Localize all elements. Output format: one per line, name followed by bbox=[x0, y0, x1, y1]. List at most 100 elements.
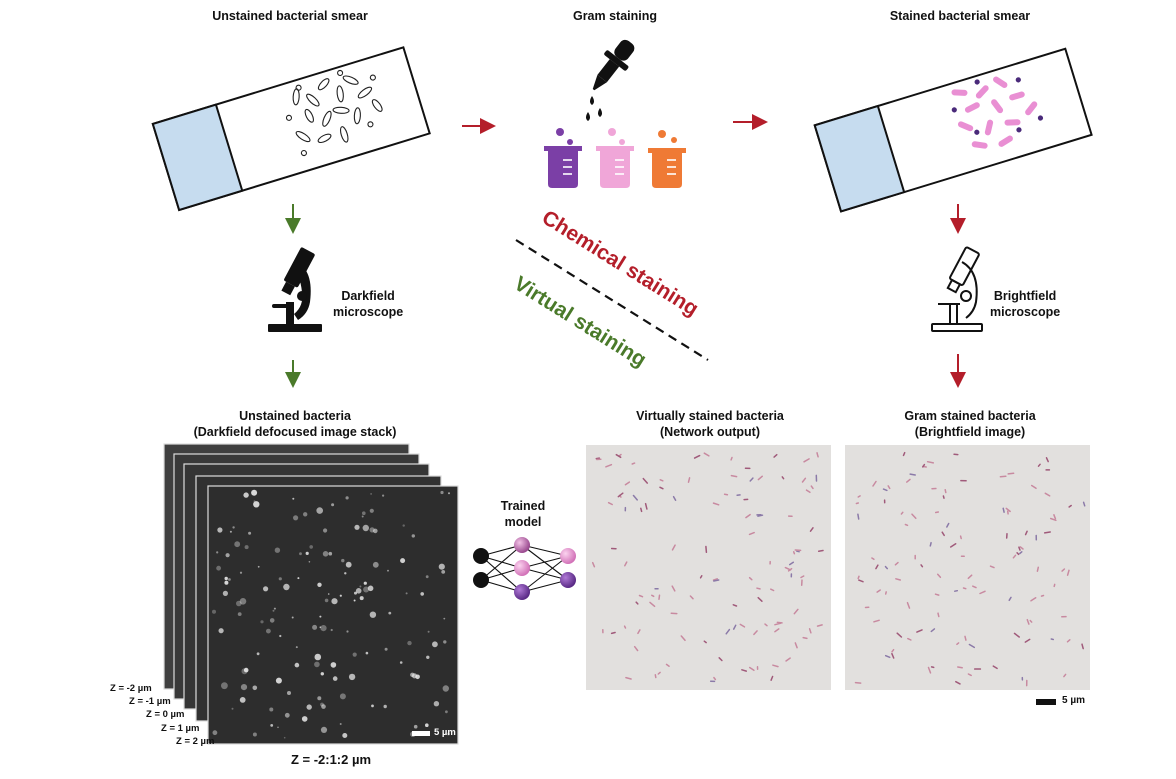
bacterium-mark bbox=[855, 502, 860, 505]
bacterium-mark bbox=[942, 495, 945, 499]
bacterium-spot bbox=[322, 551, 329, 557]
bacterium-mark bbox=[999, 475, 1007, 478]
bacterium-spot bbox=[384, 647, 388, 651]
bacterium-spot bbox=[279, 634, 282, 638]
bacterium-mark bbox=[680, 635, 686, 642]
bacterium-spot bbox=[260, 620, 264, 624]
bacterium-mark bbox=[1061, 568, 1066, 572]
bacterium-mark bbox=[635, 601, 639, 605]
bacterium-mark bbox=[808, 628, 812, 634]
bacterium-mark bbox=[805, 489, 811, 494]
bacterium-spot bbox=[231, 707, 234, 710]
bacterium-spot bbox=[299, 552, 302, 556]
bacterium-spot bbox=[382, 494, 385, 497]
bacterium-mark bbox=[757, 514, 764, 517]
bacterium-mark bbox=[873, 619, 880, 623]
bacterium-spot bbox=[324, 598, 329, 603]
bacterium-mark bbox=[816, 452, 819, 458]
bacterium-mark bbox=[989, 565, 995, 569]
bacterium-spot bbox=[339, 693, 346, 700]
bacterium-mark bbox=[1030, 597, 1037, 602]
bacterium-mark bbox=[895, 578, 902, 581]
bacterium-spot bbox=[363, 581, 367, 585]
bacterium-spot bbox=[371, 704, 374, 708]
bacterium-spot bbox=[388, 611, 392, 615]
bacterium-mark bbox=[967, 574, 973, 580]
bacterium-spot bbox=[301, 716, 308, 722]
bacterium-spot bbox=[443, 640, 447, 644]
bacterium-mark bbox=[757, 475, 763, 481]
label-brightfield: Brightfield microscope bbox=[990, 289, 1061, 319]
bacterium-spot bbox=[278, 577, 282, 581]
bacterium-mark bbox=[816, 624, 823, 627]
bacterium-spot bbox=[352, 652, 357, 657]
bacterium-mark bbox=[1026, 618, 1030, 625]
bacterium-mark bbox=[944, 488, 947, 494]
bacterium-spot bbox=[441, 570, 446, 574]
bacterium-mark bbox=[930, 666, 935, 669]
bacterium-mark bbox=[929, 541, 932, 547]
bacterium-spot bbox=[216, 551, 219, 554]
bacterium-mark bbox=[637, 629, 641, 635]
bacterium-mark bbox=[1082, 501, 1086, 507]
bacterium-spot bbox=[359, 585, 362, 588]
bacterium-spot bbox=[330, 628, 333, 632]
bacterium-mark bbox=[725, 628, 731, 635]
scale-bar-right bbox=[1036, 699, 1056, 705]
bacterium-spot bbox=[308, 561, 311, 563]
bacterium-mark bbox=[959, 535, 962, 540]
bacterium-mark bbox=[1019, 551, 1023, 555]
bacterium-mark bbox=[946, 522, 950, 528]
bacterium-mark bbox=[605, 463, 613, 468]
bacterium-spot bbox=[212, 730, 218, 736]
bacterium-mark bbox=[920, 564, 924, 568]
bacterium-spot bbox=[251, 489, 258, 496]
label-gram-staining: Gram staining bbox=[572, 9, 658, 23]
bacterium-spot bbox=[240, 684, 248, 691]
bacterium-mark bbox=[1036, 566, 1040, 572]
bacterium-mark bbox=[657, 671, 661, 675]
bacterium-spot bbox=[353, 599, 356, 602]
bacterium-mark bbox=[712, 502, 720, 506]
bacterium-spot bbox=[346, 630, 349, 633]
bacterium-mark bbox=[689, 595, 694, 600]
bacterium-spot bbox=[323, 528, 328, 533]
bacterium-mark bbox=[1066, 569, 1070, 576]
bacterium-mark bbox=[1012, 554, 1017, 559]
bacterium-spot bbox=[440, 490, 444, 495]
bacterium-spot bbox=[425, 575, 429, 579]
bacterium-spot bbox=[345, 561, 352, 568]
bacterium-spot bbox=[274, 547, 281, 553]
bacterium-spot bbox=[216, 565, 222, 571]
bacterium-mark bbox=[927, 666, 932, 674]
bacterium-mark bbox=[665, 663, 670, 667]
bacterium-mark bbox=[809, 527, 814, 532]
bacterium-mark bbox=[773, 453, 778, 458]
bacterium-mark bbox=[792, 551, 796, 555]
bacterium-mark bbox=[934, 593, 940, 596]
label-unstained-bacteria: Unstained bacteria (Darkfield defocused … bbox=[193, 409, 397, 439]
unstained-slide bbox=[151, 46, 431, 212]
bacterium-mark bbox=[659, 479, 664, 482]
bacterium-mark bbox=[640, 507, 643, 513]
bacterium-spot bbox=[257, 565, 260, 568]
label-virtual-bacteria: Virtually stained bacteria (Network outp… bbox=[636, 409, 784, 439]
bacterium-spot bbox=[243, 667, 249, 673]
bacterium-mark bbox=[774, 622, 782, 626]
bacterium-mark bbox=[882, 488, 888, 492]
bacterium-mark bbox=[712, 578, 718, 581]
bacterium-mark bbox=[1050, 638, 1055, 641]
bacterium-spot bbox=[339, 723, 342, 725]
bacterium-mark bbox=[891, 652, 895, 659]
microscope-icon-brightfield bbox=[931, 246, 983, 332]
bacterium-spot bbox=[269, 618, 275, 623]
bacterium-spot bbox=[332, 676, 338, 681]
bacterium-mark bbox=[857, 575, 860, 580]
bacterium-spot bbox=[345, 496, 349, 500]
bacterium-spot bbox=[354, 591, 357, 595]
label-stained-smear: Stained bacterial smear bbox=[889, 9, 1031, 23]
bacterium-mark bbox=[770, 675, 774, 681]
bacterium-mark bbox=[916, 629, 923, 633]
bacterium-mark bbox=[1044, 492, 1051, 497]
bacterium-mark bbox=[992, 665, 998, 670]
